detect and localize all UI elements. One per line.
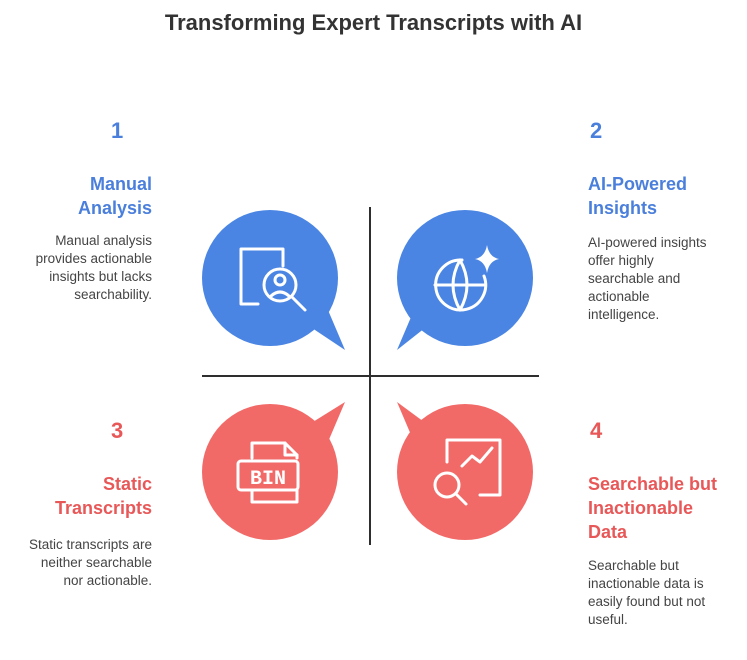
bin-file-icon xyxy=(236,441,300,504)
quadrant-3-number: 3 xyxy=(111,418,124,443)
bubble-manual-analysis xyxy=(202,210,345,350)
bubble-searchable-inactionable xyxy=(397,402,533,540)
quadrant-2-description: AI-powered insights offer highly searcha… xyxy=(588,235,707,322)
quadrant-1-description: Manual analysis provides actionable insi… xyxy=(35,233,152,302)
quadrant-4-description: Searchable but inactionable data is easi… xyxy=(588,558,706,627)
page-title: Transforming Expert Transcripts with AI xyxy=(164,10,583,35)
bubble-ai-powered-insights xyxy=(397,210,533,350)
quadrant-4-number: 4 xyxy=(590,418,603,443)
bubble-static-transcripts: BIN xyxy=(202,402,345,540)
quadrant-4-heading: Searchable but Inactionable Data xyxy=(588,474,718,542)
quadrant-1-number: 1 xyxy=(111,118,124,143)
chart-search-icon xyxy=(433,438,502,506)
document-search-person-icon xyxy=(239,247,307,312)
quadrant-2-heading: AI-Powered Insights xyxy=(588,174,688,218)
globe-sparkle-icon xyxy=(433,258,488,312)
quadrant-3-heading: Static Transcripts xyxy=(54,474,152,518)
quadrant-2-number: 2 xyxy=(590,118,603,143)
bin-label: BIN xyxy=(250,468,286,491)
quadrant-3-description: Static transcripts are neither searchabl… xyxy=(28,537,152,588)
sparkle-icon xyxy=(475,245,499,273)
quadrant-1-heading: Manual Analysis xyxy=(77,174,152,218)
